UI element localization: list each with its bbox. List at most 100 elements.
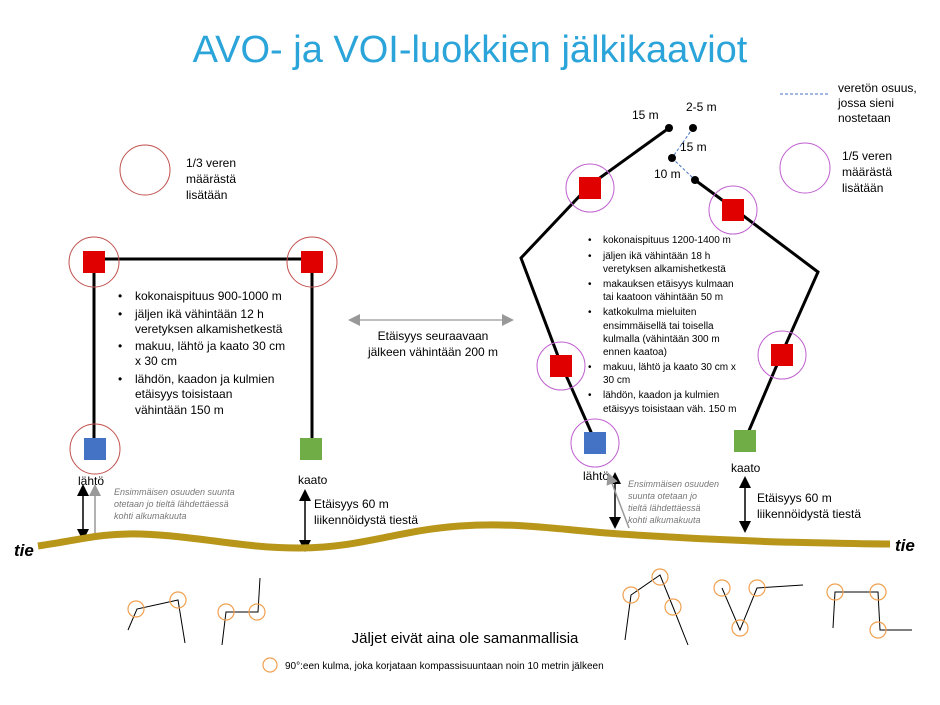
left-blood-note: 1/3 veren määrästä lisätään — [186, 156, 236, 202]
svg-text:vähintään 150 m: vähintään 150 m — [135, 403, 224, 417]
svg-text:1/5 veren: 1/5 veren — [842, 149, 892, 163]
svg-text:•: • — [588, 362, 592, 373]
start-circle-icon — [570, 418, 620, 468]
corner-circle-icon — [565, 163, 615, 213]
svg-text:jäljen ikä vähintään 12 h: jäljen ikä vähintään 12 h — [134, 307, 264, 321]
page-title: AVO- ja VOI-luokkien jälkikaaviot — [193, 29, 748, 71]
svg-text:määrästä: määrästä — [186, 172, 236, 186]
road-distance-note: Etäisyys 60 m liikennöidystä tiestä — [314, 497, 418, 527]
svg-text:tieltä lähdettäessä: tieltä lähdettäessä — [628, 503, 701, 513]
svg-text:kohti alkumakuuta: kohti alkumakuuta — [114, 511, 187, 521]
blood-circle-icon — [119, 144, 171, 196]
svg-text:katkokulma mieluiten: katkokulma mieluiten — [603, 307, 696, 318]
direction-note: Ensimmäisen osuuden suunta otetaan jo ti… — [114, 487, 235, 521]
road-distance-note: Etäisyys 60 m liikennöidystä tiestä — [757, 491, 861, 521]
svg-text:2-5 m: 2-5 m — [686, 100, 717, 114]
shapes-caption: Jäljet eivät aina ole samanmallisia — [352, 630, 579, 647]
svg-text:veretön osuus,: veretön osuus, — [838, 81, 917, 95]
right-blood-note: 1/5 veren määrästä lisätään — [842, 149, 892, 195]
svg-text:nostetaan: nostetaan — [838, 111, 891, 125]
corner-circle-icon — [536, 341, 586, 391]
svg-text:ensimmäisellä tai toisella: ensimmäisellä tai toisella — [603, 321, 714, 332]
end-label: kaato — [731, 461, 761, 475]
svg-text:•: • — [118, 372, 122, 386]
svg-text:makuu, lähtö ja kaato 30 cm: makuu, lähtö ja kaato 30 cm — [135, 339, 285, 353]
corner-circle-icon — [757, 330, 807, 380]
svg-text:Etäisyys 60 m: Etäisyys 60 m — [757, 491, 832, 505]
svg-text:suunta otetaan jo: suunta otetaan jo — [628, 491, 697, 501]
svg-text:•: • — [118, 307, 122, 321]
svg-text:otetaan jo tieltä lähdettäessä: otetaan jo tieltä lähdettäessä — [114, 499, 229, 509]
svg-text:määrästä: määrästä — [842, 165, 892, 179]
start-marker-blue — [84, 438, 106, 460]
svg-text:•: • — [588, 307, 592, 318]
svg-text:kokonaispituus 900-1000 m: kokonaispituus 900-1000 m — [135, 289, 282, 303]
svg-text:Etäisyys 60 m: Etäisyys 60 m — [314, 497, 389, 511]
direction-note: Ensimmäisen osuuden suunta otetaan jo ti… — [628, 479, 719, 525]
svg-text:liikennöidystä tiestä: liikennöidystä tiestä — [314, 513, 418, 527]
svg-text:30 cm: 30 cm — [603, 375, 630, 386]
svg-text:jälkeen vähintään 200 m: jälkeen vähintään 200 m — [367, 345, 498, 359]
corner-circle-icon — [68, 236, 120, 288]
track-shape-examples — [127, 574, 912, 646]
track-dot — [668, 154, 676, 162]
right-track: 1/5 veren määrästä lisätään 15 m 2-5 m 1… — [519, 100, 892, 533]
bed-marker-red — [579, 177, 601, 199]
svg-text:etäisyys toisistaan väh. 150 m: etäisyys toisistaan väh. 150 m — [603, 404, 736, 415]
end-label: kaato — [298, 473, 328, 487]
svg-text:veretyksen alkamishetkestä: veretyksen alkamishetkestä — [603, 264, 726, 275]
corner-circle-icon — [286, 236, 338, 288]
start-label: lähtö — [583, 469, 609, 483]
svg-text:•: • — [118, 289, 122, 303]
svg-text:1/3 veren: 1/3 veren — [186, 156, 236, 170]
corner-legend-icon — [262, 657, 278, 673]
bed-marker-red — [83, 251, 105, 273]
right-track-line — [519, 126, 670, 442]
svg-text:kulmalla (vähintään 300 m: kulmalla (vähintään 300 m — [603, 334, 720, 345]
track-dot — [691, 176, 699, 184]
left-bullets: • kokonaispituus 900-1000 m • jäljen ikä v… — [118, 289, 285, 417]
svg-text:makuu, lähtö ja kaato 30 cm x: makuu, lähtö ja kaato 30 cm x — [603, 362, 736, 373]
corner-legend-text: 90°:een kulma, joka korjataan kompassisu… — [285, 661, 604, 672]
svg-text:ennen kaatoa): ennen kaatoa) — [603, 347, 667, 358]
segment-labels: 15 m 2-5 m 15 m 10 m — [632, 100, 717, 181]
svg-text:lähdön, kaadon ja kulmien: lähdön, kaadon ja kulmien — [603, 390, 719, 401]
start-marker-blue — [584, 432, 606, 454]
svg-text:etäisyys toisistaan: etäisyys toisistaan — [135, 387, 232, 401]
start-label: lähtö — [78, 474, 104, 488]
svg-text:veretyksen alkamishetkestä: veretyksen alkamishetkestä — [135, 322, 283, 336]
svg-text:kohti alkumakuuta: kohti alkumakuuta — [628, 515, 701, 525]
svg-text:•: • — [588, 390, 592, 401]
left-track-line — [92, 257, 314, 449]
end-marker-green — [734, 430, 756, 452]
svg-text:Ensimmäisen osuuden: Ensimmäisen osuuden — [628, 479, 719, 489]
corner-circle-examples — [127, 568, 887, 639]
track-dot — [665, 124, 673, 132]
road-label: tie — [895, 536, 915, 555]
track-dot — [689, 124, 697, 132]
svg-text:makauksen etäisyys kulmaan: makauksen etäisyys kulmaan — [603, 279, 734, 290]
start-circle-icon — [69, 423, 121, 475]
svg-text:lisätään: lisätään — [186, 188, 227, 202]
svg-text:x 30 cm: x 30 cm — [135, 354, 177, 368]
direction-arrow-icon — [606, 472, 630, 529]
bed-marker-red — [550, 355, 572, 377]
svg-text:15 m: 15 m — [680, 140, 707, 154]
svg-text:Ensimmäisen osuuden suunta: Ensimmäisen osuuden suunta — [114, 487, 235, 497]
svg-text:jossa sieni: jossa sieni — [837, 96, 894, 110]
blood-circle-icon — [779, 142, 831, 194]
left-track: 1/3 veren määrästä lisätään • kokonaispit… — [68, 144, 418, 552]
svg-text:•: • — [588, 251, 592, 262]
svg-text:•: • — [588, 235, 592, 246]
road-label: tie — [14, 541, 34, 560]
corner-circle-icon — [708, 185, 758, 235]
svg-text:lisätään: lisätään — [842, 181, 883, 195]
svg-text:•: • — [118, 339, 122, 353]
svg-text:tai kaatoon vähintään 50 m: tai kaatoon vähintään 50 m — [603, 292, 723, 303]
svg-text:kokonaispituus 1200-1400 m: kokonaispituus 1200-1400 m — [603, 235, 731, 246]
svg-text:lähdön, kaadon ja kulmien: lähdön, kaadon ja kulmien — [135, 372, 274, 386]
svg-text:jäljen ikä vähintään 18 h: jäljen ikä vähintään 18 h — [602, 251, 710, 262]
unblooded-legend-text: veretön osuus, jossa sieni nostetaan — [837, 81, 917, 125]
bed-marker-red — [301, 251, 323, 273]
